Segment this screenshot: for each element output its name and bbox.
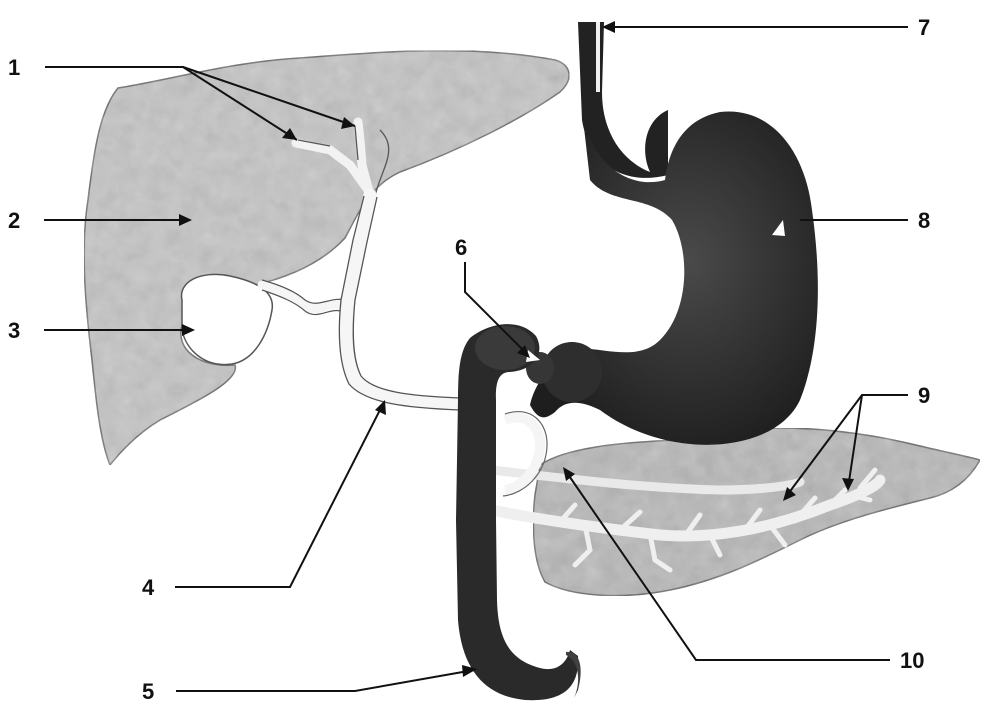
cystic-duct	[262, 285, 345, 309]
leader-5	[176, 670, 474, 691]
label-4: 4	[142, 575, 155, 600]
label-9: 9	[918, 383, 930, 408]
label-8: 8	[918, 208, 930, 233]
label-6: 6	[455, 235, 467, 260]
label-1: 1	[8, 55, 20, 80]
common-bile-duct	[346, 195, 460, 404]
liver	[84, 51, 569, 465]
label-3: 3	[8, 318, 20, 343]
label-2: 2	[8, 208, 20, 233]
esophagus-lumen	[596, 22, 600, 92]
arrowhead-4	[375, 400, 386, 415]
leader-4	[175, 402, 384, 587]
label-10: 10	[900, 648, 924, 673]
label-5: 5	[142, 679, 154, 702]
label-7: 7	[918, 15, 930, 40]
